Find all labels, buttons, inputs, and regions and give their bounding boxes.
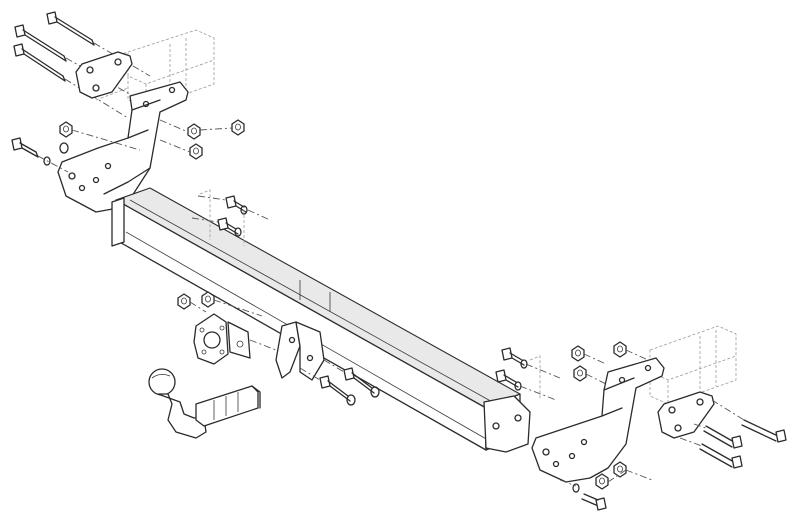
neck-bolt-2 <box>343 367 380 398</box>
socket-plate <box>193 313 251 365</box>
long-bolt-2 <box>14 24 67 62</box>
socket-bracket <box>249 321 325 381</box>
side-bolt-right <box>559 469 627 511</box>
bolt-plate-right <box>657 391 715 439</box>
mounting-bracket-right <box>531 357 665 483</box>
long-bolt-1 <box>46 11 95 46</box>
neck-bolts <box>299 359 380 406</box>
bolt-plate-left <box>75 51 133 99</box>
nut-4 <box>231 119 245 136</box>
beam-bolt-1 <box>225 195 248 215</box>
nut-cluster-left <box>59 119 245 160</box>
nut-r4 <box>613 461 627 478</box>
socket-nuts <box>177 291 263 317</box>
beam-bolt-2 <box>217 217 242 237</box>
long-bolt-group-bottom-right <box>679 399 787 469</box>
nut-r2 <box>573 365 587 382</box>
side-bolt-left <box>11 137 69 173</box>
mounting-bracket-left <box>57 81 189 213</box>
beam-bolts-center <box>191 189 271 246</box>
long-bolt-r3 <box>699 443 743 469</box>
beam-end-plate-right <box>483 395 531 453</box>
neck-bolt-1 <box>319 375 356 406</box>
nut-cluster-right <box>571 341 653 481</box>
long-bolt-3 <box>13 43 66 82</box>
nut-r1 <box>571 345 585 362</box>
beam-bolt-right-1 <box>501 347 528 369</box>
long-bolt-r1 <box>741 419 787 443</box>
socket-nut-2 <box>201 291 215 308</box>
frame-rail-right <box>649 325 737 405</box>
tow-ball-neck <box>148 368 261 439</box>
nut-r3 <box>613 341 627 358</box>
nut-3 <box>189 143 203 160</box>
beam-bolts-right <box>495 347 561 401</box>
socket-nut-1 <box>177 293 191 310</box>
nut-1 <box>59 121 73 138</box>
long-bolt-group-top-left <box>13 11 151 119</box>
long-bolt-r2 <box>703 425 743 449</box>
nut-2 <box>187 123 201 140</box>
